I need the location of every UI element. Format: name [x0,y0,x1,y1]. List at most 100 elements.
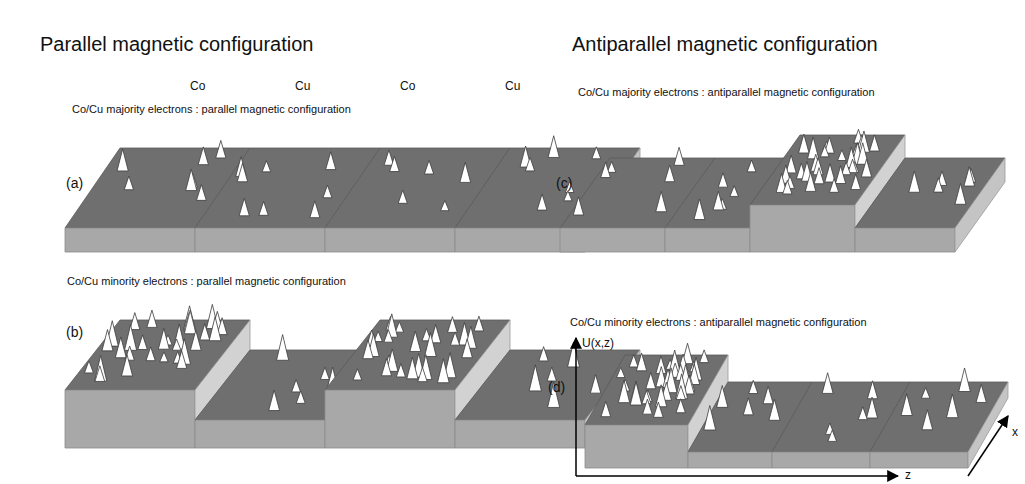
scattering-spike [964,167,975,186]
scattering-spike [838,150,847,161]
scattering-spike [548,136,559,158]
scattering-spike [730,186,739,197]
scattering-spike [799,134,810,153]
scattering-spike [646,373,656,389]
axis-or-layer-label: U(x,z) [582,337,614,350]
scattering-spike [292,380,301,392]
slab-front [455,420,585,448]
scattering-spike [363,340,374,359]
panel-caption: Co/Cu majority electrons : antiparallel … [578,86,875,98]
scattering-spike [921,388,930,399]
scattering-spike [296,391,305,404]
scattering-spike [160,352,168,362]
scattering-spike [630,382,642,405]
scattering-spike [529,365,541,391]
scattering-spike [172,339,181,350]
scattering-spike [676,374,688,399]
scattering-spike [858,407,867,420]
scattering-spike [934,178,943,192]
scattering-spike [592,147,601,159]
scattering-spike [749,380,758,393]
scattering-spike [381,359,391,376]
scattering-spike [437,359,449,383]
scattering-spike [763,386,773,403]
scattering-spike [390,156,400,171]
scattering-spike [323,185,332,198]
scattering-spike [676,386,685,400]
scattering-spike [674,147,684,165]
scattering-spike [396,364,405,377]
scattering-spike [158,328,169,349]
scattering-spike [713,191,723,210]
scattering-spike [384,330,393,342]
scattering-spike [102,330,113,351]
slab-side [955,158,1005,252]
scattering-spike [601,162,611,177]
scattering-spike [568,342,580,367]
slab-front [855,228,955,252]
panel-heading: Antiparallel magnetic configuration [572,33,878,55]
scattering-spike [448,317,458,333]
scattering-spike [694,199,705,220]
scattering-spike [547,367,556,381]
scattering-spike [138,335,147,350]
axis-or-layer-label: Co [400,80,415,93]
slab-front [688,452,772,468]
x-axis [968,416,1008,476]
scattering-spike [653,402,663,417]
scattering-spike [353,369,362,380]
scattering-spike [959,368,971,392]
scattering-spike [147,310,157,327]
scattering-spike [320,367,329,379]
scattering-spike [870,135,880,151]
scattering-spike [769,399,780,420]
scattering-spike [901,394,912,416]
scattering-spike [718,173,727,187]
scattering-spike [239,198,249,216]
scattering-spike [743,398,753,415]
scattering-spike [539,347,548,361]
scattering-spike [909,171,920,192]
scattering-spike [814,168,824,184]
scattering-spike [861,159,871,177]
scattering-spike [326,152,336,170]
scattering-spike [922,410,933,430]
scattering-spike [460,162,471,182]
scattering-spike [828,430,837,441]
slab-front [195,228,325,252]
slab-front [560,228,665,252]
scattering-spike [177,351,187,369]
scattering-spike [601,401,611,416]
scattering-spike [450,332,459,345]
scattering-spike [656,191,667,211]
scattering-spike [573,197,583,215]
scattering-spike [310,201,320,218]
slab-front [665,228,750,252]
scattering-spike [704,406,716,430]
u-axis [575,338,577,476]
axis-or-layer-label: x [1012,426,1018,439]
scattering-spike [747,160,756,172]
scattering-spike [676,399,685,413]
panel-heading: Parallel magnetic configuration [40,33,314,55]
scattering-spike [277,335,289,361]
scattering-spike [822,373,833,394]
scattering-spike [474,316,484,331]
panel-letter: (a) [66,176,83,191]
scattering-spike [407,357,418,378]
scattering-spike [398,190,407,203]
panel-letter: (c) [556,176,572,191]
scattering-spike [424,160,433,174]
scattering-spike [115,337,126,358]
scattering-spike [425,333,437,357]
scattering-spike [618,380,629,402]
scattering-spike [259,201,268,215]
scattering-spike [665,165,675,182]
slab-front [65,228,195,252]
scattering-spike [186,169,197,190]
scattering-spike [867,397,878,418]
scattering-spike [190,330,201,350]
panel-letter: (b) [66,325,83,340]
scattering-spike [617,367,625,377]
